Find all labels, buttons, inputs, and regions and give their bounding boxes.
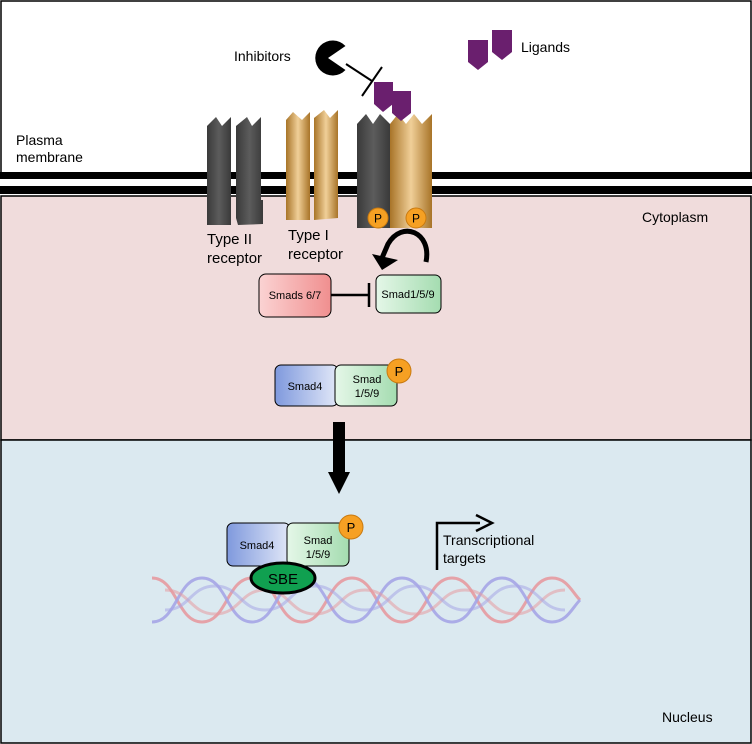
type1-receptor (286, 110, 338, 220)
sbe-element (249, 561, 317, 595)
type1-receptor-label-line1: Type I (288, 227, 329, 244)
ligand-icon (492, 30, 512, 60)
type1-receptor-label-line2: receptor (288, 246, 343, 263)
cytoplasm-label: Cytoplasm (642, 209, 708, 225)
bound-ligand-icon (392, 91, 411, 121)
type2-receptor-label-line1: Type II (207, 231, 252, 248)
nuclear-smad-complex-label-line1: Smad (304, 535, 333, 547)
smad-complex-box (334, 364, 398, 407)
sbe-label: SBE (268, 571, 298, 588)
phospho-group: P (405, 207, 427, 229)
transcription-start-arrow (435, 521, 480, 570)
ligand-icon (468, 40, 488, 70)
nuclear-smad4-label: Smad4 (240, 540, 275, 552)
plasma-membrane-label-line2: membrane (16, 149, 83, 165)
nuclear-smad-complex-label-line2: 1/5/9 (306, 549, 330, 561)
transcriptional-targets-label-line2: targets (443, 550, 486, 566)
phospho-group: P (367, 207, 389, 229)
svg-text:P: P (347, 520, 356, 535)
svg-text:P: P (395, 364, 404, 379)
ligands-label: Ligands (521, 39, 570, 55)
phospho-group: P (386, 358, 412, 384)
phosphorylation-arrow (379, 228, 430, 263)
bound-ligand-icon (374, 82, 393, 112)
plasma-membrane-label-line1: Plasma (16, 132, 63, 148)
inhibitor-arrow-line (345, 63, 373, 82)
smad159-label: Smad1/5/9 (381, 289, 434, 301)
dna-helix (151, 576, 582, 624)
smad-complex-label-line2: 1/5/9 (355, 388, 379, 400)
smads67-label: Smads 6/7 (269, 290, 322, 302)
transcriptional-targets-label-line1: Transcriptional (443, 532, 534, 548)
type2-receptor (207, 117, 263, 225)
translocation-arrow-shaft (333, 422, 345, 474)
svg-text:P: P (374, 212, 382, 226)
type2-receptor-label-line2: receptor (207, 250, 262, 267)
phospho-group: P (338, 514, 364, 540)
activated-receptor-complex (357, 114, 432, 228)
smad-complex-label-line1: Smad (353, 374, 382, 386)
inhibitor-icon (315, 40, 346, 76)
nuclear-smad-complex-box (286, 522, 350, 567)
inhibitor-block-bar (361, 66, 383, 97)
svg-text:P: P (412, 212, 420, 226)
nucleus-label: Nucleus (662, 709, 713, 725)
translocation-arrowhead (328, 472, 350, 494)
inhibitors-label: Inhibitors (234, 48, 291, 64)
transcription-start-arrowhead (475, 513, 495, 533)
smad159-box (375, 274, 442, 314)
phosphorylation-arrowhead (372, 254, 398, 270)
smad4-label: Smad4 (288, 381, 323, 393)
